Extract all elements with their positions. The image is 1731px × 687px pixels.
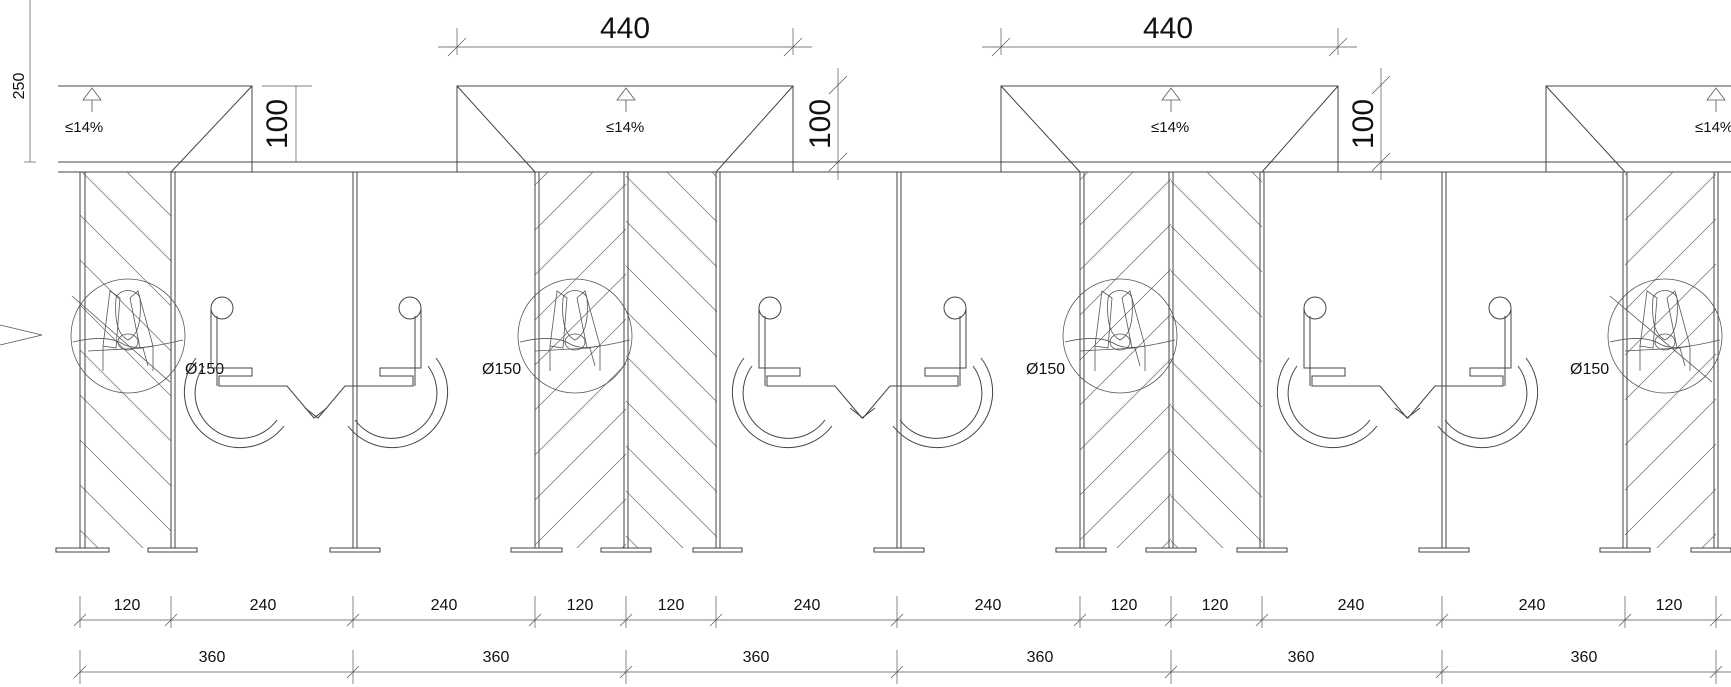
ramp-bays bbox=[58, 85, 1731, 173]
dim-row1-label: 120 bbox=[114, 597, 141, 614]
stall-lines bbox=[55, 172, 1731, 553]
ramp-depth-dimension-2: 100 bbox=[804, 68, 848, 180]
dim-row2-label: 360 bbox=[743, 649, 770, 666]
access-aisle-6 bbox=[1625, 172, 1716, 548]
ramp-width-dimension-1: 440 bbox=[438, 12, 812, 57]
dim-row2-label: 360 bbox=[199, 649, 226, 666]
slope-arrow-3: ≤14% bbox=[1151, 87, 1189, 136]
accessible-parking-icon bbox=[849, 296, 994, 449]
ramp-depth-dimension-3: 100 bbox=[1347, 68, 1391, 180]
slope-label-3: ≤14% bbox=[1151, 119, 1189, 136]
ramp-width-label-1: 440 bbox=[600, 12, 650, 45]
slope-arrow-4: ≤14% bbox=[1695, 87, 1731, 136]
dim-row2-label: 360 bbox=[1571, 649, 1598, 666]
slope-label-2: ≤14% bbox=[606, 119, 644, 136]
side-dimension: 250 bbox=[11, 0, 36, 163]
dim-row1-label: 120 bbox=[567, 597, 594, 614]
dim-row1-label: 240 bbox=[250, 597, 277, 614]
accessible-parking-icon bbox=[731, 296, 876, 449]
turning-circle-label-2: Ø150 bbox=[482, 361, 521, 378]
ramp-depth-label-2: 100 bbox=[804, 99, 837, 149]
access-aisle-3 bbox=[626, 172, 717, 548]
accessible-parking-icon bbox=[1276, 296, 1421, 449]
slope-label-4: ≤14% bbox=[1695, 119, 1731, 136]
access-aisle-5 bbox=[1171, 172, 1262, 548]
dim-row1-label: 120 bbox=[658, 597, 685, 614]
access-aisle-4 bbox=[1080, 172, 1171, 548]
dim-row2-label: 360 bbox=[1288, 649, 1315, 666]
dim-row1-label: 240 bbox=[1519, 597, 1546, 614]
accessible-parking-icon bbox=[304, 296, 449, 449]
slope-label-1: ≤14% bbox=[65, 119, 103, 136]
turning-circle-label-1: Ø150 bbox=[185, 361, 224, 378]
ramp-depth-dimension-1: 100 bbox=[261, 85, 312, 162]
turning-circles: Ø150 Ø150 Ø150 Ø150 bbox=[70, 278, 1723, 394]
ramp-width-label-2: 440 bbox=[1143, 12, 1193, 45]
accessible-parking-icon bbox=[1394, 296, 1539, 449]
section-arrow bbox=[0, 324, 43, 346]
slope-indicators: ≤14% ≤14% ≤14% ≤14% bbox=[65, 87, 1731, 136]
access-aisle-1 bbox=[80, 172, 171, 548]
dim-row1-label: 120 bbox=[1656, 597, 1683, 614]
dim-row1-label: 240 bbox=[975, 597, 1002, 614]
slope-arrow-2: ≤14% bbox=[606, 87, 644, 136]
dim-row1-label: 120 bbox=[1111, 597, 1138, 614]
accessible-parking-symbols bbox=[183, 296, 1539, 449]
ramp-depth-label-3: 100 bbox=[1347, 99, 1380, 149]
dimension-row-2: 360 360 360 360 360 360 bbox=[73, 649, 1731, 684]
dim-row1-label: 120 bbox=[1202, 597, 1229, 614]
access-aisles bbox=[80, 172, 1716, 548]
dimension-row-1: 120 240 240 120 120 240 240 120 120 240 … bbox=[73, 596, 1731, 628]
ramp-depth-label-1: 100 bbox=[261, 99, 294, 149]
dim-row2-label: 360 bbox=[483, 649, 510, 666]
access-aisle-2 bbox=[535, 172, 626, 548]
slope-arrow-1: ≤14% bbox=[65, 87, 103, 136]
dim-row1-label: 240 bbox=[1338, 597, 1365, 614]
dim-row2-label: 360 bbox=[1027, 649, 1054, 666]
ramp-width-dimension-2: 440 bbox=[982, 12, 1357, 57]
dim-row1-label: 240 bbox=[794, 597, 821, 614]
turning-circle-label-3: Ø150 bbox=[1026, 361, 1065, 378]
turning-circle-label-4: Ø150 bbox=[1570, 361, 1609, 378]
side-dimension-label: 250 bbox=[11, 73, 28, 100]
dim-row1-label: 240 bbox=[431, 597, 458, 614]
